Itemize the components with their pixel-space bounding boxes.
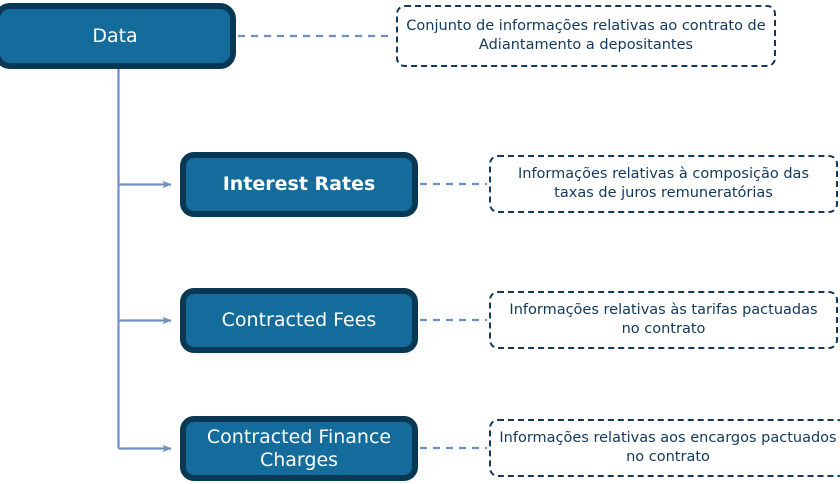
note-contracted-finance-charges: Informações relativas aos encargos pactu… (489, 419, 840, 477)
node-interest-rates[interactable]: Interest Rates (180, 152, 418, 217)
node-data-label: Data (92, 24, 138, 47)
note-data: Conjunto de informações relativas ao con… (396, 5, 776, 67)
node-contracted-fees-label: Contracted Fees (221, 309, 377, 332)
node-data[interactable]: Data (0, 3, 236, 69)
note-data-label: Conjunto de informações relativas ao con… (406, 18, 766, 53)
note-contracted-finance-charges-label: Informações relativas aos encargos pactu… (499, 430, 837, 465)
node-interest-rates-label: Interest Rates (222, 173, 376, 196)
node-contracted-fees[interactable]: Contracted Fees (180, 288, 418, 353)
note-contracted-fees: Informações relativas às tarifas pactuad… (489, 291, 838, 349)
node-contracted-finance-charges[interactable]: Contracted Finance Charges (180, 416, 418, 481)
note-interest-rates-label: Informações relativas à composição das t… (517, 166, 809, 201)
note-contracted-fees-label: Informações relativas às tarifas pactuad… (509, 302, 818, 337)
node-contracted-finance-charges-label: Contracted Finance Charges (206, 426, 392, 471)
note-interest-rates: Informações relativas à composição das t… (489, 155, 838, 213)
